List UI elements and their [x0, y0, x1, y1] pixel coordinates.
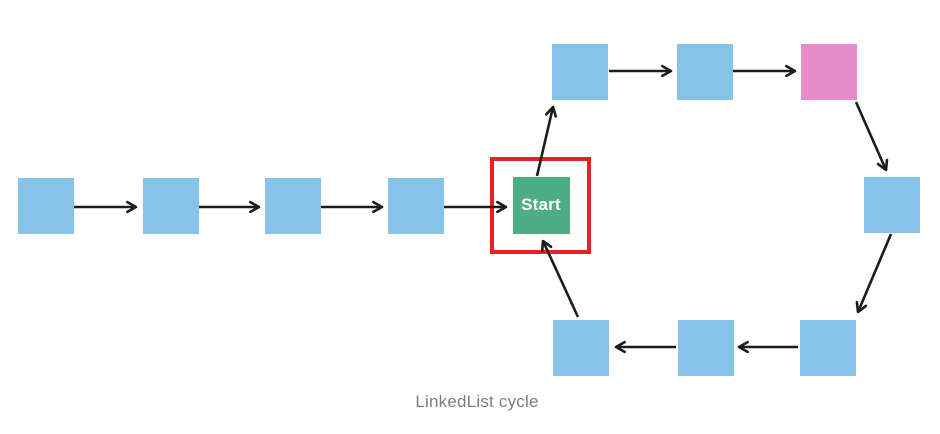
pointer-arrow-right-to-bottom-right: [855, 233, 893, 314]
node-cycle-corner: [801, 44, 857, 100]
pointer-arrow-cycle-corner-to-right: [854, 101, 889, 172]
node-top-2: [677, 44, 733, 100]
node-bottom-middle: [678, 320, 734, 376]
node-right: [864, 177, 920, 233]
pointer-arrow-start-to-top-1: [535, 105, 558, 177]
node-bottom-left: [553, 320, 609, 376]
pointer-arrow-bottom-left-to-start: [540, 239, 580, 318]
node-chain-3: [265, 178, 321, 234]
node-top-1: [552, 44, 608, 100]
diagram-caption: LinkedList cycle: [415, 392, 539, 411]
node-chain-2: [143, 178, 199, 234]
diagram-layer: [18, 44, 920, 376]
node-chain-4: [388, 178, 444, 234]
node-start: [513, 177, 570, 234]
node-chain-1: [18, 178, 74, 234]
node-bottom-right: [800, 320, 856, 376]
